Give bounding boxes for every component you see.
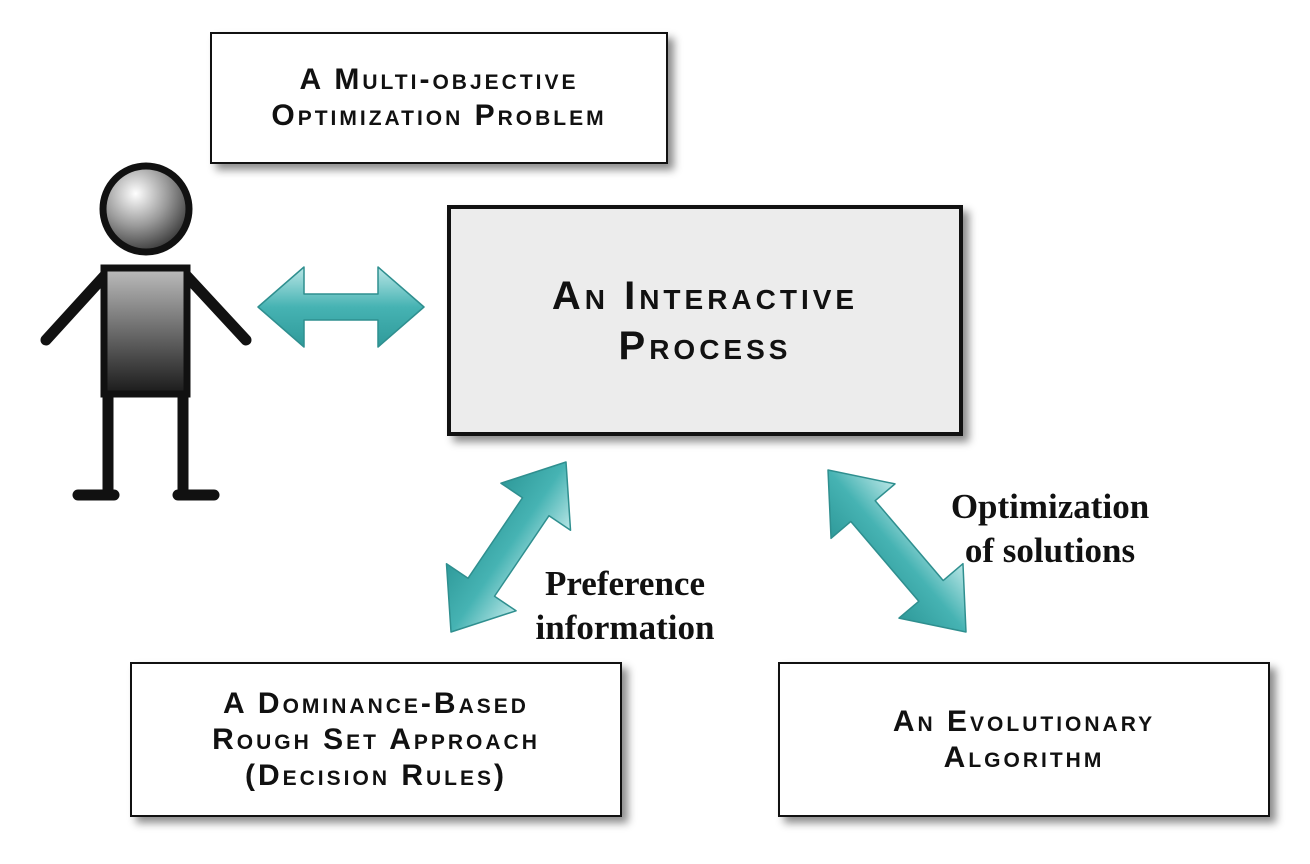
node-problem-line-2: Optimization Problem bbox=[271, 99, 607, 132]
edge-label-optimization-line-1: Optimization bbox=[950, 487, 1150, 526]
arrows-layer bbox=[257, 266, 967, 633]
node-problem-line-1: A Multi-objective bbox=[299, 63, 579, 96]
person-icon bbox=[40, 162, 252, 501]
node-interactive-line-2: Process bbox=[618, 323, 792, 368]
edge-label-preference-line-1: Preference bbox=[545, 564, 705, 603]
edge-label-preference-line-2: information bbox=[535, 608, 715, 647]
node-drsa: A Dominance-Based Rough Set Approach (De… bbox=[130, 662, 622, 817]
node-drsa-line-1: A Dominance-Based bbox=[223, 686, 529, 720]
edge-label-optimization-line-2: of solutions bbox=[964, 531, 1136, 570]
node-evolutionary-algorithm: An Evolutionary Algorithm bbox=[778, 662, 1270, 817]
node-drsa-line-2: Rough Set Approach bbox=[212, 722, 540, 756]
edge-label-preference: Preference information bbox=[520, 562, 730, 650]
node-drsa-line-3: (Decision Rules) bbox=[244, 758, 507, 792]
node-problem: A Multi-objective Optimization Problem bbox=[210, 32, 668, 164]
arrow-person-process bbox=[257, 266, 425, 348]
arrow-process-ea bbox=[827, 469, 967, 633]
node-ea-line-2: Algorithm bbox=[943, 740, 1105, 774]
node-ea-line-1: An Evolutionary bbox=[892, 704, 1156, 738]
edge-label-optimization: Optimization of solutions bbox=[930, 485, 1170, 573]
node-interactive-process: An Interactive Process bbox=[447, 205, 963, 436]
node-interactive-line-1: An Interactive bbox=[551, 273, 859, 318]
arrow-process-drsa bbox=[445, 461, 572, 633]
